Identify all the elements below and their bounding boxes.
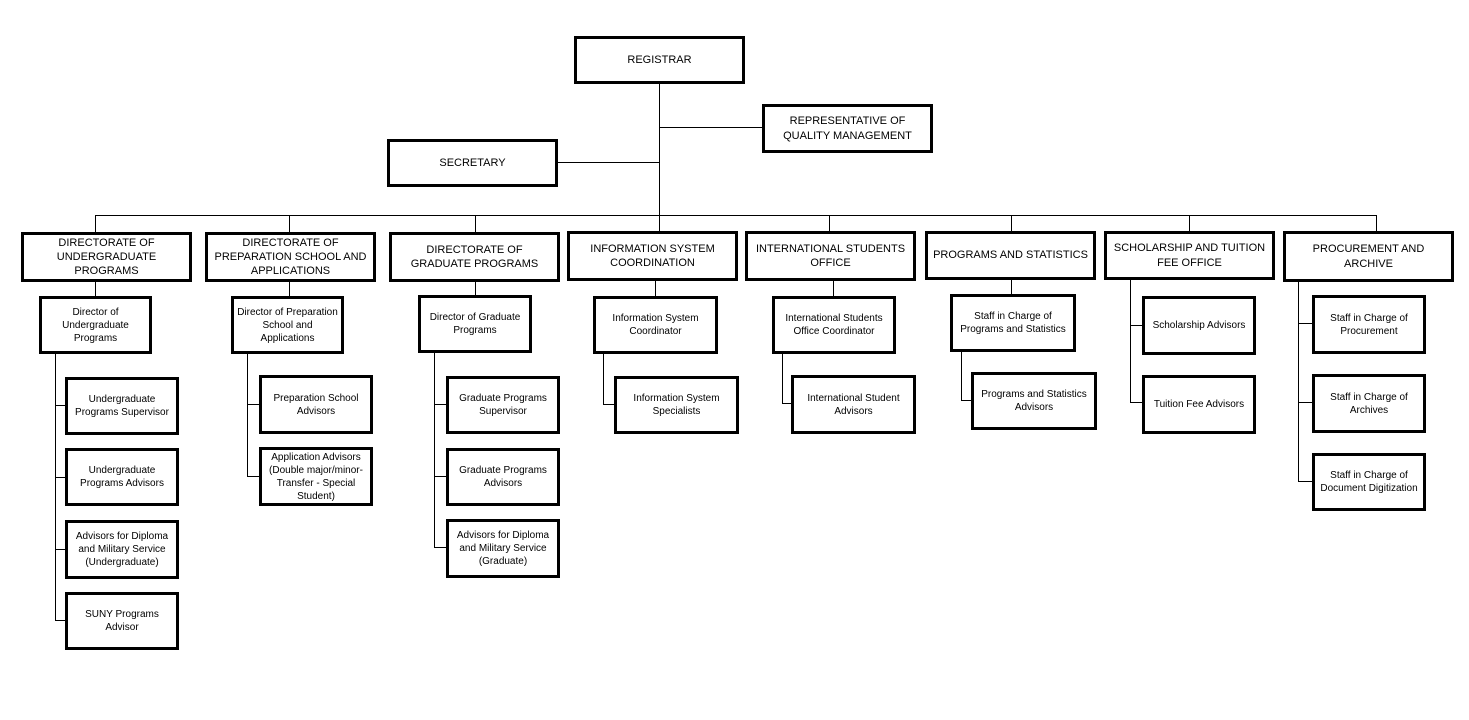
staff-box: Advisors for Diploma and Military Servic… bbox=[65, 520, 179, 579]
information-system-coordinator-box: Information System Coordinator bbox=[593, 296, 718, 354]
staff-box: Staff in Charge of Archives bbox=[1312, 374, 1426, 433]
scholarship-tuition-office-box: SCHOLARSHIP AND TUITION FEE OFFICE bbox=[1104, 231, 1275, 280]
staff-box: Undergraduate Programs Advisors bbox=[65, 448, 179, 506]
procurement-archive-box: PROCUREMENT AND ARCHIVE bbox=[1283, 231, 1454, 282]
staff-box: Advisors for Diploma and Military Servic… bbox=[446, 519, 560, 578]
director-undergraduate-box: Director of Undergraduate Programs bbox=[39, 296, 152, 354]
staff-box: Undergraduate Programs Supervisor bbox=[65, 377, 179, 435]
staff-box: Scholarship Advisors bbox=[1142, 296, 1256, 355]
staff-box: Tuition Fee Advisors bbox=[1142, 375, 1256, 434]
directorate-undergraduate-box: DIRECTORATE OF UNDERGRADUATE PROGRAMS bbox=[21, 232, 192, 282]
programs-statistics-box: PROGRAMS AND STATISTICS bbox=[925, 231, 1096, 280]
information-system-coordination-box: INFORMATION SYSTEM COORDINATION bbox=[567, 231, 738, 281]
director-graduate-box: Director of Graduate Programs bbox=[418, 295, 532, 353]
staff-box: Application Advisors (Double major/minor… bbox=[259, 447, 373, 506]
international-office-coordinator-box: International Students Office Coordinato… bbox=[772, 296, 896, 354]
secretary-box: SECRETARY bbox=[387, 139, 558, 187]
registrar-box: REGISTRAR bbox=[574, 36, 745, 84]
programs-statistics-lead-box: Staff in Charge of Programs and Statisti… bbox=[950, 294, 1076, 352]
quality-representative-box: REPRESENTATIVE OF QUALITY MANAGEMENT bbox=[762, 104, 933, 153]
staff-box: International Student Advisors bbox=[791, 375, 916, 434]
international-students-office-box: INTERNATIONAL STUDENTS OFFICE bbox=[745, 231, 916, 281]
directorate-preparation-box: DIRECTORATE OF PREPARATION SCHOOL AND AP… bbox=[205, 232, 376, 282]
staff-box: Graduate Programs Advisors bbox=[446, 448, 560, 506]
staff-box: Staff in Charge of Procurement bbox=[1312, 295, 1426, 354]
staff-box: SUNY Programs Advisor bbox=[65, 592, 179, 650]
directorate-graduate-box: DIRECTORATE OF GRADUATE PROGRAMS bbox=[389, 232, 560, 282]
staff-box: Staff in Charge of Document Digitization bbox=[1312, 453, 1426, 511]
staff-box: Programs and Statistics Advisors bbox=[971, 372, 1097, 430]
staff-box: Information System Specialists bbox=[614, 376, 739, 434]
staff-box: Preparation School Advisors bbox=[259, 375, 373, 434]
staff-box: Graduate Programs Supervisor bbox=[446, 376, 560, 434]
director-preparation-box: Director of Preparation School and Appli… bbox=[231, 296, 344, 354]
